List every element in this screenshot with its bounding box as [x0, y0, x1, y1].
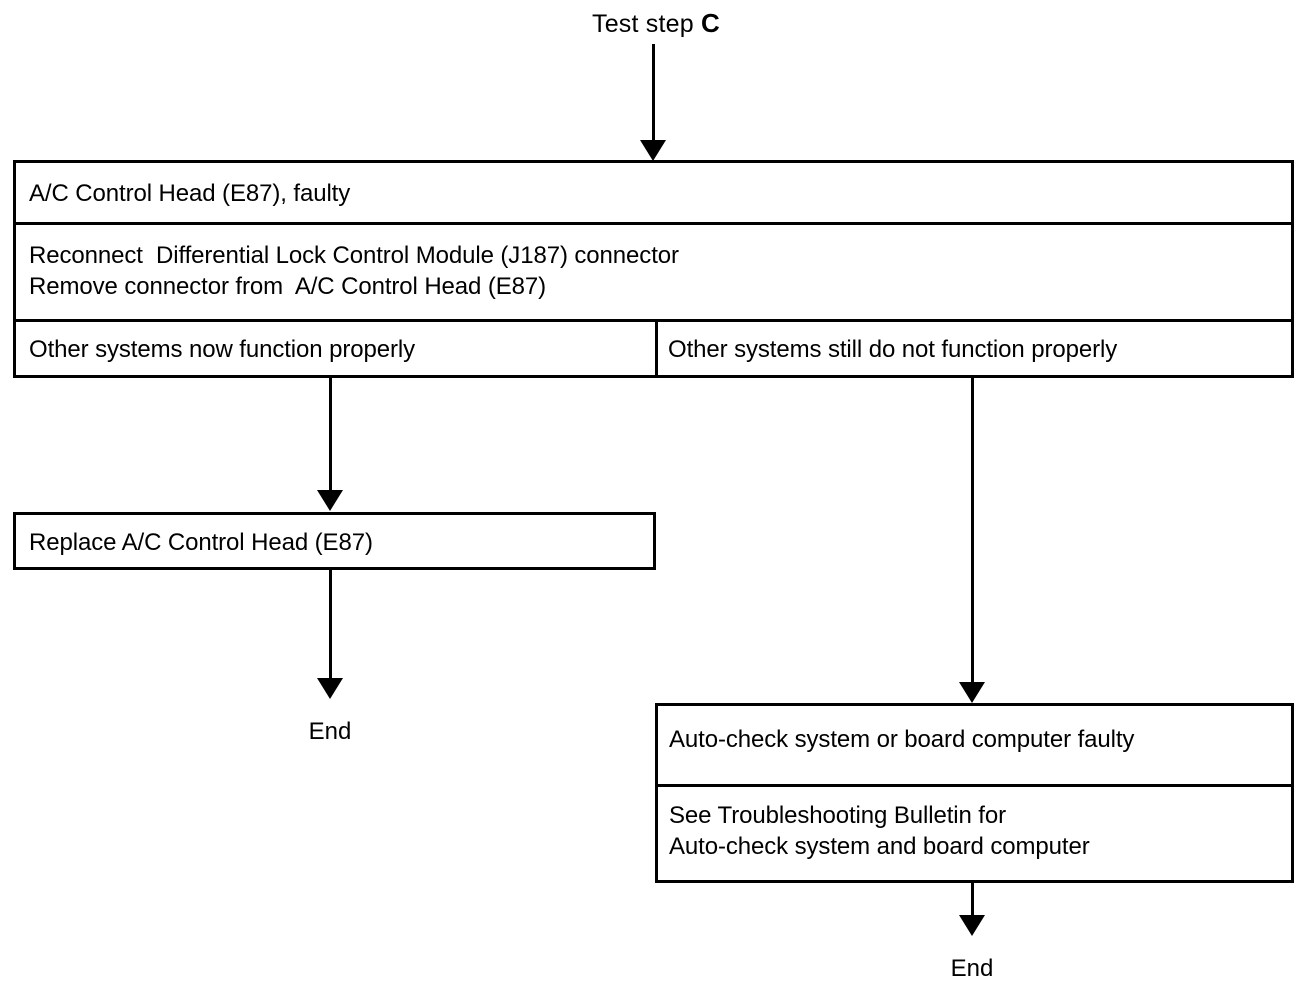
- page-title: Test step C: [0, 8, 1312, 39]
- replace-box: [13, 512, 656, 570]
- page-title-step: C: [701, 8, 720, 38]
- arrowhead-right-branch: [959, 682, 985, 703]
- connector-title-to-main: [652, 44, 655, 144]
- autocheck-box-divider-1: [658, 784, 1291, 787]
- autocheck-box-row-1-text: Auto-check system or board computer faul…: [669, 726, 1135, 753]
- autocheck-box-row-2-text: See Troubleshooting Bulletin for Auto-ch…: [669, 802, 1090, 860]
- arrowhead-left-branch: [317, 490, 343, 511]
- main-box: [13, 160, 1294, 378]
- connector-autocheck-to-end: [971, 883, 974, 917]
- arrowhead-replace-to-end: [317, 678, 343, 699]
- end-label-left: End: [308, 718, 352, 745]
- autocheck-box: [655, 703, 1294, 883]
- main-box-divider-2: [16, 319, 1291, 322]
- main-box-divider-1: [16, 222, 1291, 225]
- branch-cell-right-text: Other systems still do not function prop…: [668, 336, 1118, 363]
- connector-left-branch: [329, 378, 332, 492]
- main-box-row-1-text: A/C Control Head (E87), faulty: [29, 180, 351, 207]
- arrowhead-title-to-main: [640, 140, 666, 161]
- connector-replace-to-end: [329, 570, 332, 680]
- arrowhead-autocheck-to-end: [959, 915, 985, 936]
- main-box-row-2-text: Reconnect Differential Lock Control Modu…: [29, 242, 679, 300]
- branch-cell-left-text: Other systems now function properly: [29, 336, 415, 363]
- connector-right-branch: [971, 378, 974, 684]
- end-label-right: End: [950, 955, 994, 982]
- main-box-branch-divider: [655, 319, 658, 375]
- page-title-prefix: Test step: [592, 10, 701, 38]
- replace-box-text: Replace A/C Control Head (E87): [29, 529, 373, 556]
